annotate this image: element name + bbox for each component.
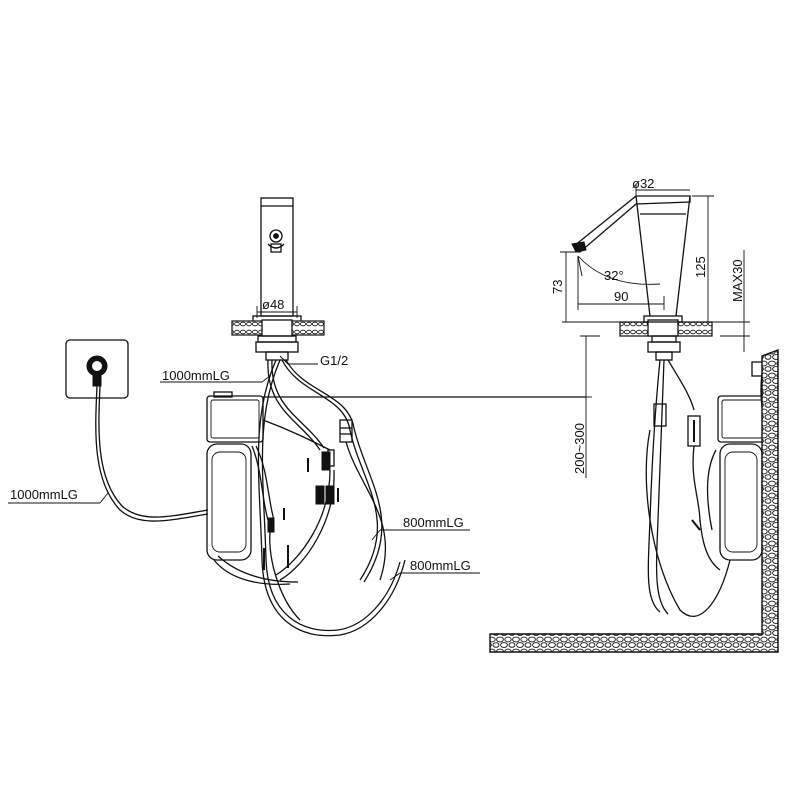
hose-1-label: 800mmLG [403, 515, 464, 530]
solenoid-box [206, 395, 264, 443]
sensor-window-icon [267, 229, 285, 253]
install-height-label: 200~300 [572, 423, 587, 474]
socket-cable [95, 385, 209, 522]
thread-label: G1/2 [320, 353, 348, 368]
plug-connector [321, 451, 331, 471]
battery-box [206, 443, 252, 561]
socket-cable-label: 1000mmLG [10, 487, 78, 502]
control-box-front [206, 391, 339, 621]
max-deck-label: MAX30 [730, 259, 745, 302]
faucet-cable-label: 1000mmLG [162, 368, 230, 383]
mounting-nut [255, 341, 299, 353]
faucet-front-view: ø48 [231, 197, 325, 361]
spout [573, 195, 691, 253]
spout-reach-label: 90 [614, 289, 628, 304]
power-outlet-icon [86, 355, 108, 387]
faucet-side-view: ø32 32° 90 73 125 MAX30 200~300 [550, 176, 750, 478]
spout-diameter-label: ø32 [632, 176, 654, 191]
spout-angle-label: 32° [604, 268, 624, 283]
wall-gravel [489, 348, 779, 653]
hose-2-label: 800mmLG [410, 558, 471, 573]
body-height-label: 125 [693, 256, 708, 278]
hoses-side [645, 359, 731, 617]
spout-height-label: 73 [550, 280, 565, 294]
body-diameter-label: ø48 [262, 297, 284, 312]
